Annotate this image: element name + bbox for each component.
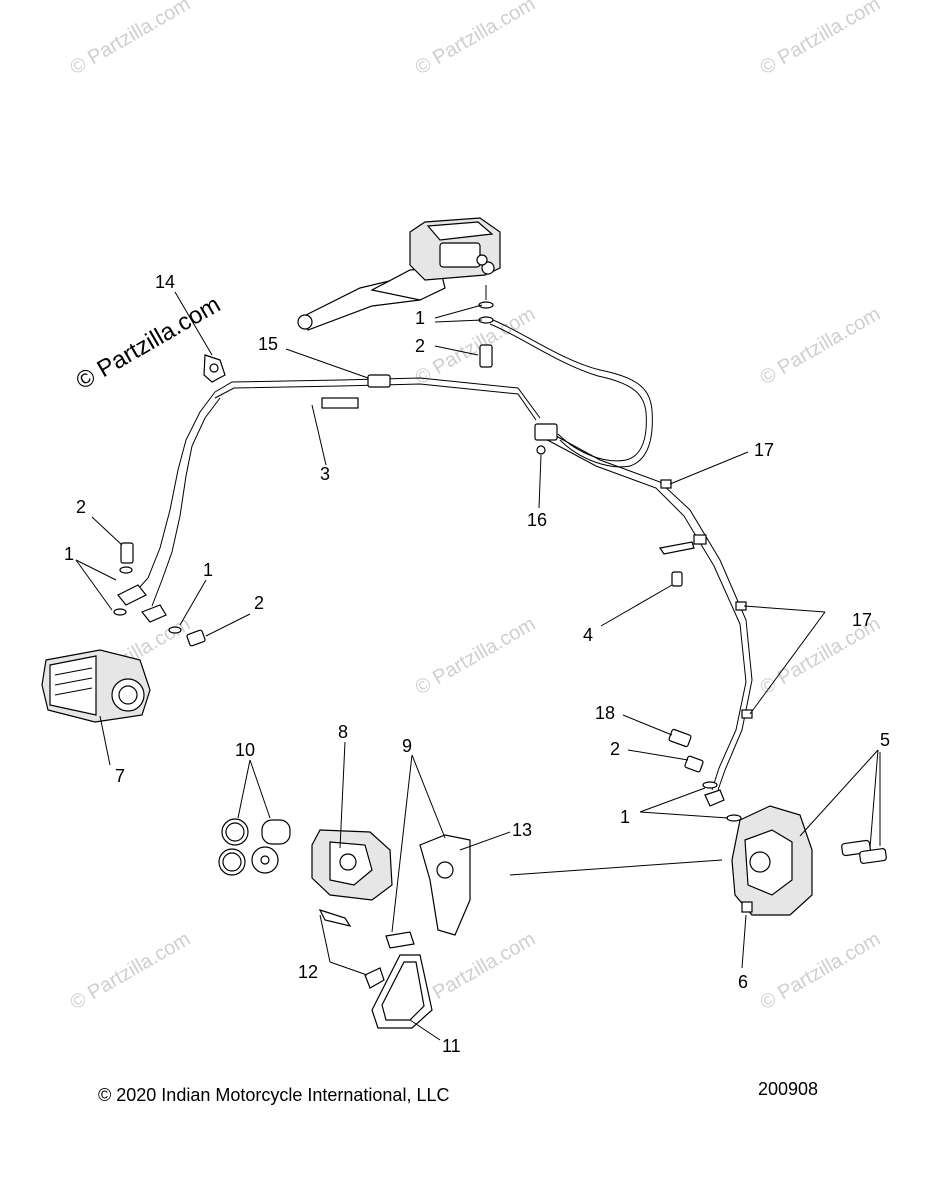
abs-module — [41, 649, 151, 723]
front-caliper — [218, 818, 471, 1029]
callout-4: 4 — [583, 625, 593, 645]
callout-15: 15 — [258, 334, 278, 354]
callout-1: 1 — [64, 544, 74, 564]
leader-lines — [75, 291, 881, 1041]
callout-18: 18 — [595, 703, 615, 723]
master-cylinder — [297, 217, 501, 331]
callout-17: 17 — [852, 610, 872, 630]
brake-lines — [129, 317, 753, 791]
rear-caliper — [731, 805, 887, 916]
brand-watermark: © Partzilla.com — [72, 291, 226, 395]
callout-7: 7 — [115, 766, 125, 786]
callout-13: 13 — [512, 820, 532, 840]
diagram-code: 200908 — [758, 1079, 818, 1099]
callout-2: 2 — [415, 336, 425, 356]
callout-2: 2 — [76, 497, 86, 517]
hose-clips — [660, 479, 753, 719]
callout-11: 11 — [442, 1036, 461, 1056]
callouts: 14 15 1 2 3 16 17 17 4 2 1 1 2 7 18 2 5 … — [64, 272, 890, 1056]
watermark: © Partzilla.com — [412, 303, 540, 389]
junction-block — [534, 423, 558, 455]
upper-fittings — [478, 285, 494, 368]
watermark: © Partzilla.com — [757, 303, 885, 389]
callout-10: 10 — [235, 740, 255, 760]
callout-6: 6 — [738, 972, 748, 992]
callout-2: 2 — [254, 593, 264, 613]
watermark: © Partzilla.com — [757, 0, 885, 79]
callout-1: 1 — [415, 308, 425, 328]
watermark: © Partzilla.com — [67, 928, 195, 1014]
callout-12: 12 — [298, 962, 318, 982]
callout-1: 1 — [620, 807, 630, 827]
callout-16: 16 — [527, 510, 547, 530]
brackets — [203, 354, 391, 409]
abs-fittings — [113, 542, 206, 647]
callout-14: 14 — [155, 272, 175, 292]
callout-8: 8 — [338, 722, 348, 742]
callout-9: 9 — [402, 736, 412, 756]
copyright-text: © 2020 Indian Motorcycle International, … — [98, 1085, 449, 1105]
watermark: © Partzilla.com — [67, 0, 195, 79]
watermark: © Partzilla.com — [757, 928, 885, 1014]
callout-1: 1 — [203, 560, 213, 580]
callout-5: 5 — [880, 730, 890, 750]
callout-17: 17 — [754, 440, 774, 460]
callout-3: 3 — [320, 464, 330, 484]
watermark: © Partzilla.com — [412, 0, 540, 79]
watermark: © Partzilla.com — [412, 613, 540, 699]
right-fittings — [658, 541, 742, 822]
callout-2: 2 — [610, 739, 620, 759]
